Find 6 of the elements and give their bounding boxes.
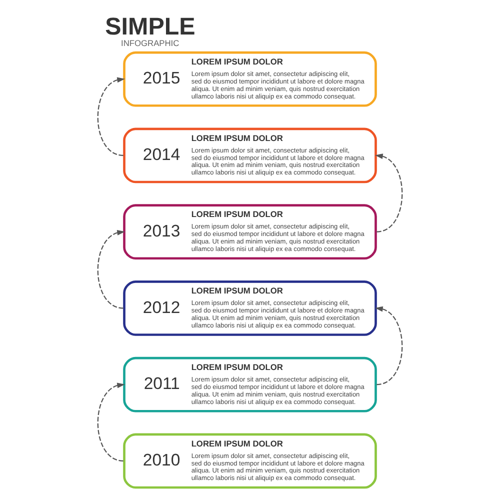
arrow xyxy=(97,230,126,309)
arrow xyxy=(374,306,403,386)
arrow xyxy=(97,77,126,156)
arrow xyxy=(97,382,126,462)
arrow xyxy=(374,154,403,232)
diagram-title: SIMPLE INFOGRAPHIC xyxy=(105,14,196,48)
